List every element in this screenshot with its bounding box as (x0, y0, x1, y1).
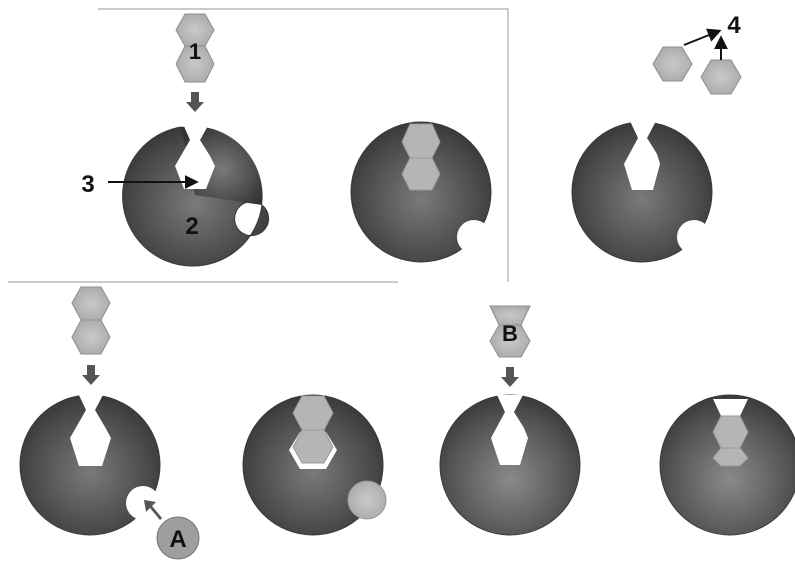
label-products: 4 (727, 12, 741, 39)
product-arrow-icon (684, 31, 719, 45)
arrow-down-icon (186, 92, 204, 112)
label-allosteric-inhibitor: A (169, 526, 186, 553)
enzyme-inhibited-allosteric (243, 395, 386, 535)
arrow-down-icon (501, 367, 519, 387)
label-active-site: 3 (81, 171, 94, 198)
enzyme-allosteric (20, 393, 160, 535)
product-molecules (653, 47, 741, 94)
enzyme-substrate-complex (351, 122, 491, 262)
enzyme-competitive (440, 395, 580, 535)
label-substrate: 1 (189, 39, 201, 64)
enzyme-released (572, 121, 712, 262)
enzyme-inhibitor-complex (660, 395, 795, 535)
enzyme-1 (123, 124, 269, 266)
label-competitive-inhibitor: B (502, 321, 518, 346)
substrate-molecule (72, 287, 110, 354)
label-enzyme: 2 (185, 213, 198, 240)
arrow-down-icon (82, 365, 100, 385)
